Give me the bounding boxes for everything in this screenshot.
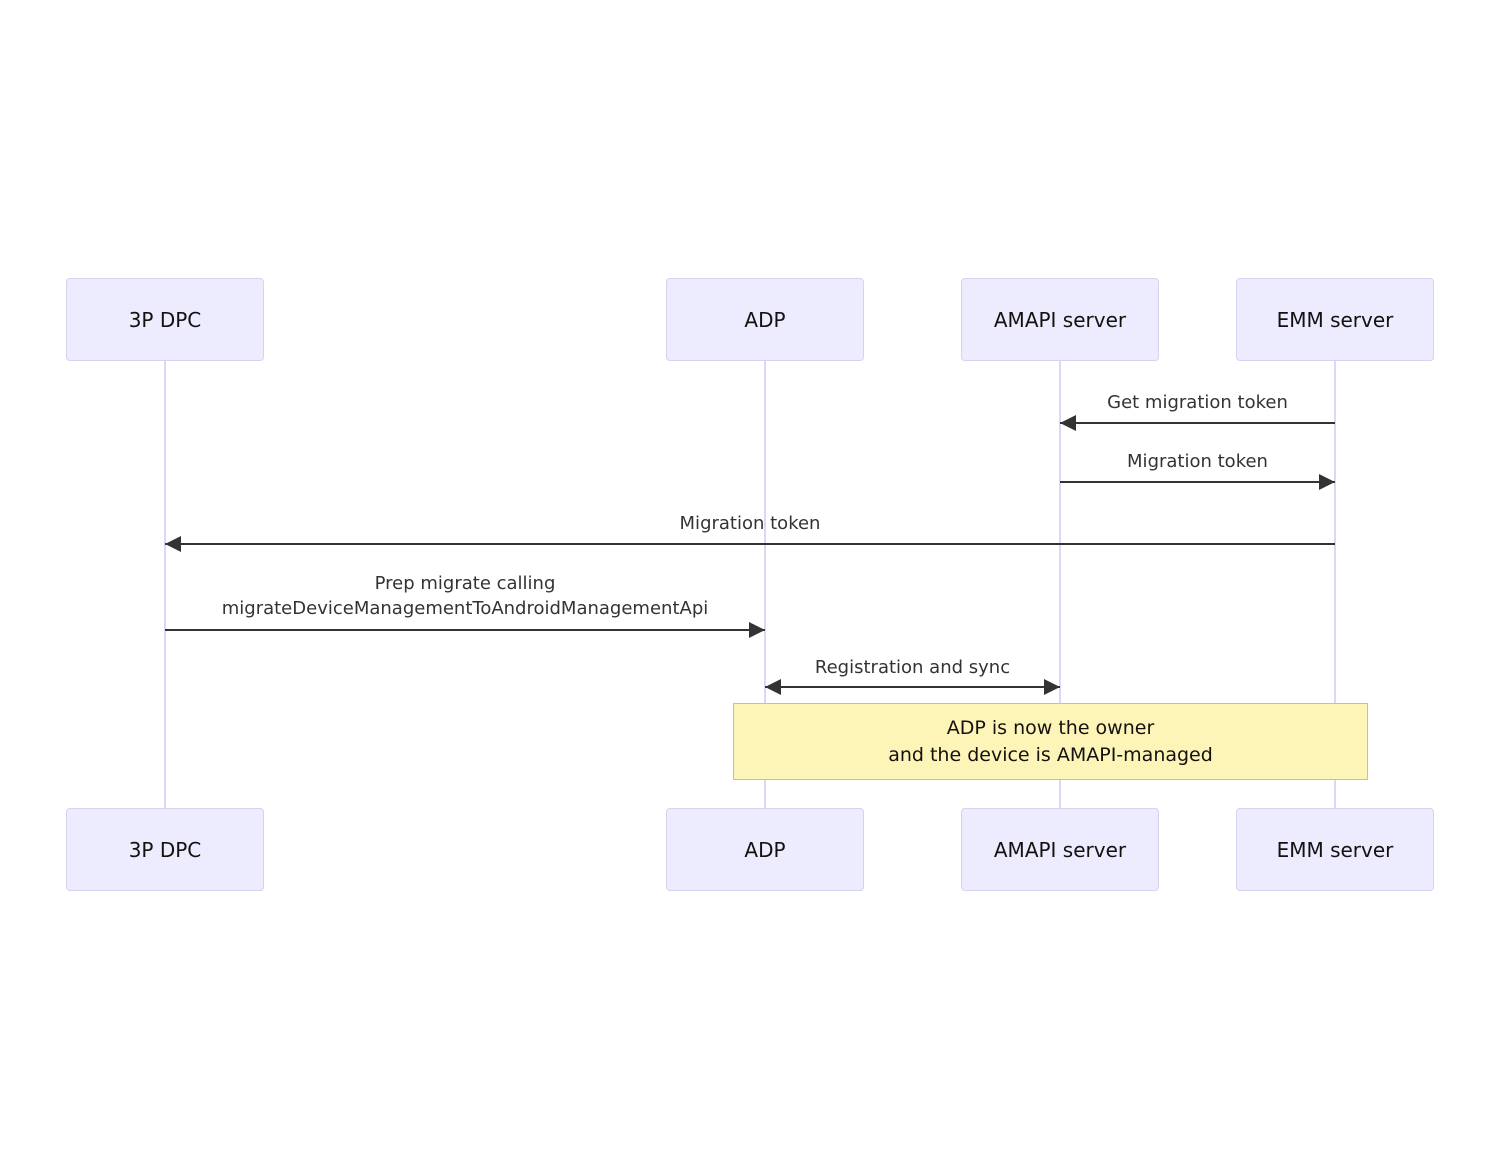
- message-label-registration-and-sync: Registration and sync: [814, 657, 1011, 678]
- participant-bottom-emm-label: EMM server: [1276, 837, 1394, 862]
- participant-bottom-dpc-label: 3P DPC: [128, 837, 202, 862]
- participant-top-emm[interactable]: EMM server: [1236, 278, 1434, 361]
- arrowhead-left-icon-m3: [165, 536, 181, 552]
- participant-bottom-amapi[interactable]: AMAPI server: [961, 808, 1159, 891]
- lifeline-emm: [1334, 361, 1336, 809]
- message-label-get-migration-token: Get migration token: [1107, 392, 1288, 413]
- lifeline-adp: [764, 361, 766, 809]
- message-line-get-migration-token: [1060, 422, 1335, 424]
- participant-bottom-amapi-label: AMAPI server: [993, 837, 1127, 862]
- arrowhead-left-icon-m1: [1060, 415, 1076, 431]
- message-label-prep-migrate-line2: migrateDeviceManagementToAndroidManageme…: [221, 598, 709, 619]
- message-label-prep-migrate-line1: Prep migrate calling: [374, 573, 556, 594]
- arrowhead-right-icon-m5-end: [1044, 679, 1060, 695]
- lifeline-amapi: [1059, 361, 1061, 809]
- message-label-prep-migrate: Prep migrate calling migrateDeviceManage…: [165, 571, 765, 621]
- participant-top-dpc-label: 3P DPC: [128, 307, 202, 332]
- note-adp-owner: ADP is now the owner and the device is A…: [733, 703, 1368, 780]
- note-line2: and the device is AMAPI-managed: [888, 743, 1213, 766]
- note-adp-owner-text: ADP is now the owner and the device is A…: [888, 715, 1213, 769]
- participant-bottom-adp[interactable]: ADP: [666, 808, 864, 891]
- participant-top-adp[interactable]: ADP: [666, 278, 864, 361]
- message-line-migration-token-amapi-emm: [1060, 481, 1335, 483]
- participant-bottom-dpc[interactable]: 3P DPC: [66, 808, 264, 891]
- note-line1: ADP is now the owner: [946, 716, 1155, 739]
- participant-top-dpc[interactable]: 3P DPC: [66, 278, 264, 361]
- message-line-migration-token-emm-dpc: [165, 543, 1335, 545]
- participant-bottom-emm[interactable]: EMM server: [1236, 808, 1434, 891]
- lifeline-dpc: [164, 361, 166, 809]
- participant-bottom-adp-label: ADP: [744, 837, 786, 862]
- participant-top-amapi-label: AMAPI server: [993, 307, 1127, 332]
- participant-top-adp-label: ADP: [744, 307, 786, 332]
- arrowhead-right-icon-m4: [749, 622, 765, 638]
- message-label-migration-token-amapi-emm: Migration token: [1127, 451, 1268, 472]
- message-line-registration-and-sync: [765, 686, 1060, 688]
- arrowhead-left-icon-m5-start: [765, 679, 781, 695]
- participant-top-emm-label: EMM server: [1276, 307, 1394, 332]
- participant-top-amapi[interactable]: AMAPI server: [961, 278, 1159, 361]
- message-line-prep-migrate: [165, 629, 765, 631]
- message-label-migration-token-emm-dpc: Migration token: [679, 513, 821, 534]
- arrowhead-right-icon-m2: [1319, 474, 1335, 490]
